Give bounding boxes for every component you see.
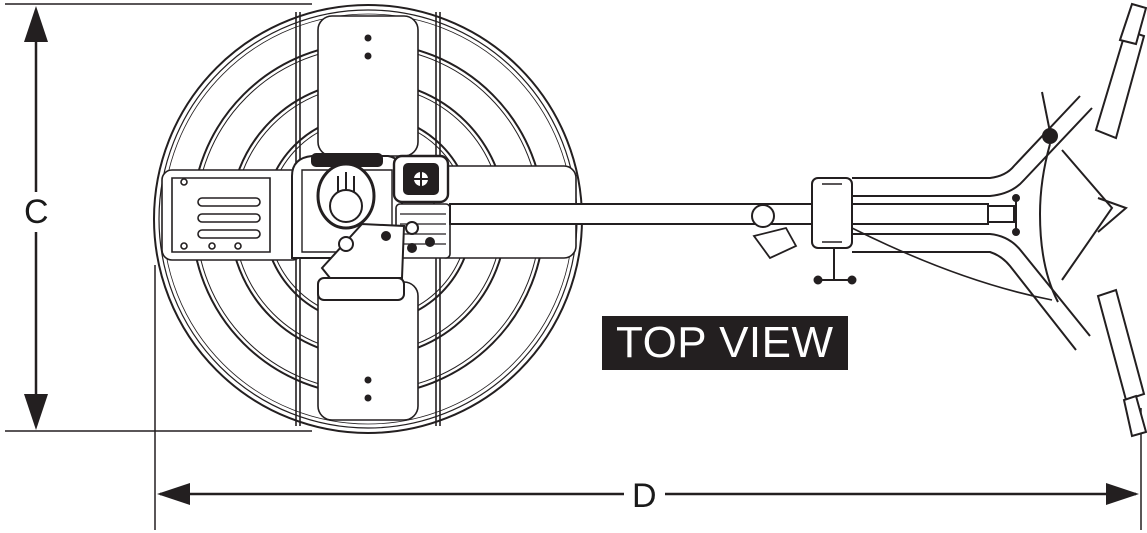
dimension-d-arrowhead-left (157, 483, 190, 505)
dimension-c-arrowhead-top (24, 6, 48, 42)
left-blade-detail (171, 177, 271, 253)
blade-holes (364, 34, 372, 402)
dimension-c-label: C (22, 192, 51, 232)
dimension-d-label: D (624, 476, 665, 516)
handle-shaft (449, 177, 1020, 285)
dimension-d-arrowhead-right (1106, 483, 1139, 505)
engine (291, 153, 451, 301)
view-title-badge: TOP VIEW (602, 316, 848, 370)
dimension-c-arrowhead-bottom (24, 394, 48, 430)
handle-frame (851, 2, 1147, 438)
